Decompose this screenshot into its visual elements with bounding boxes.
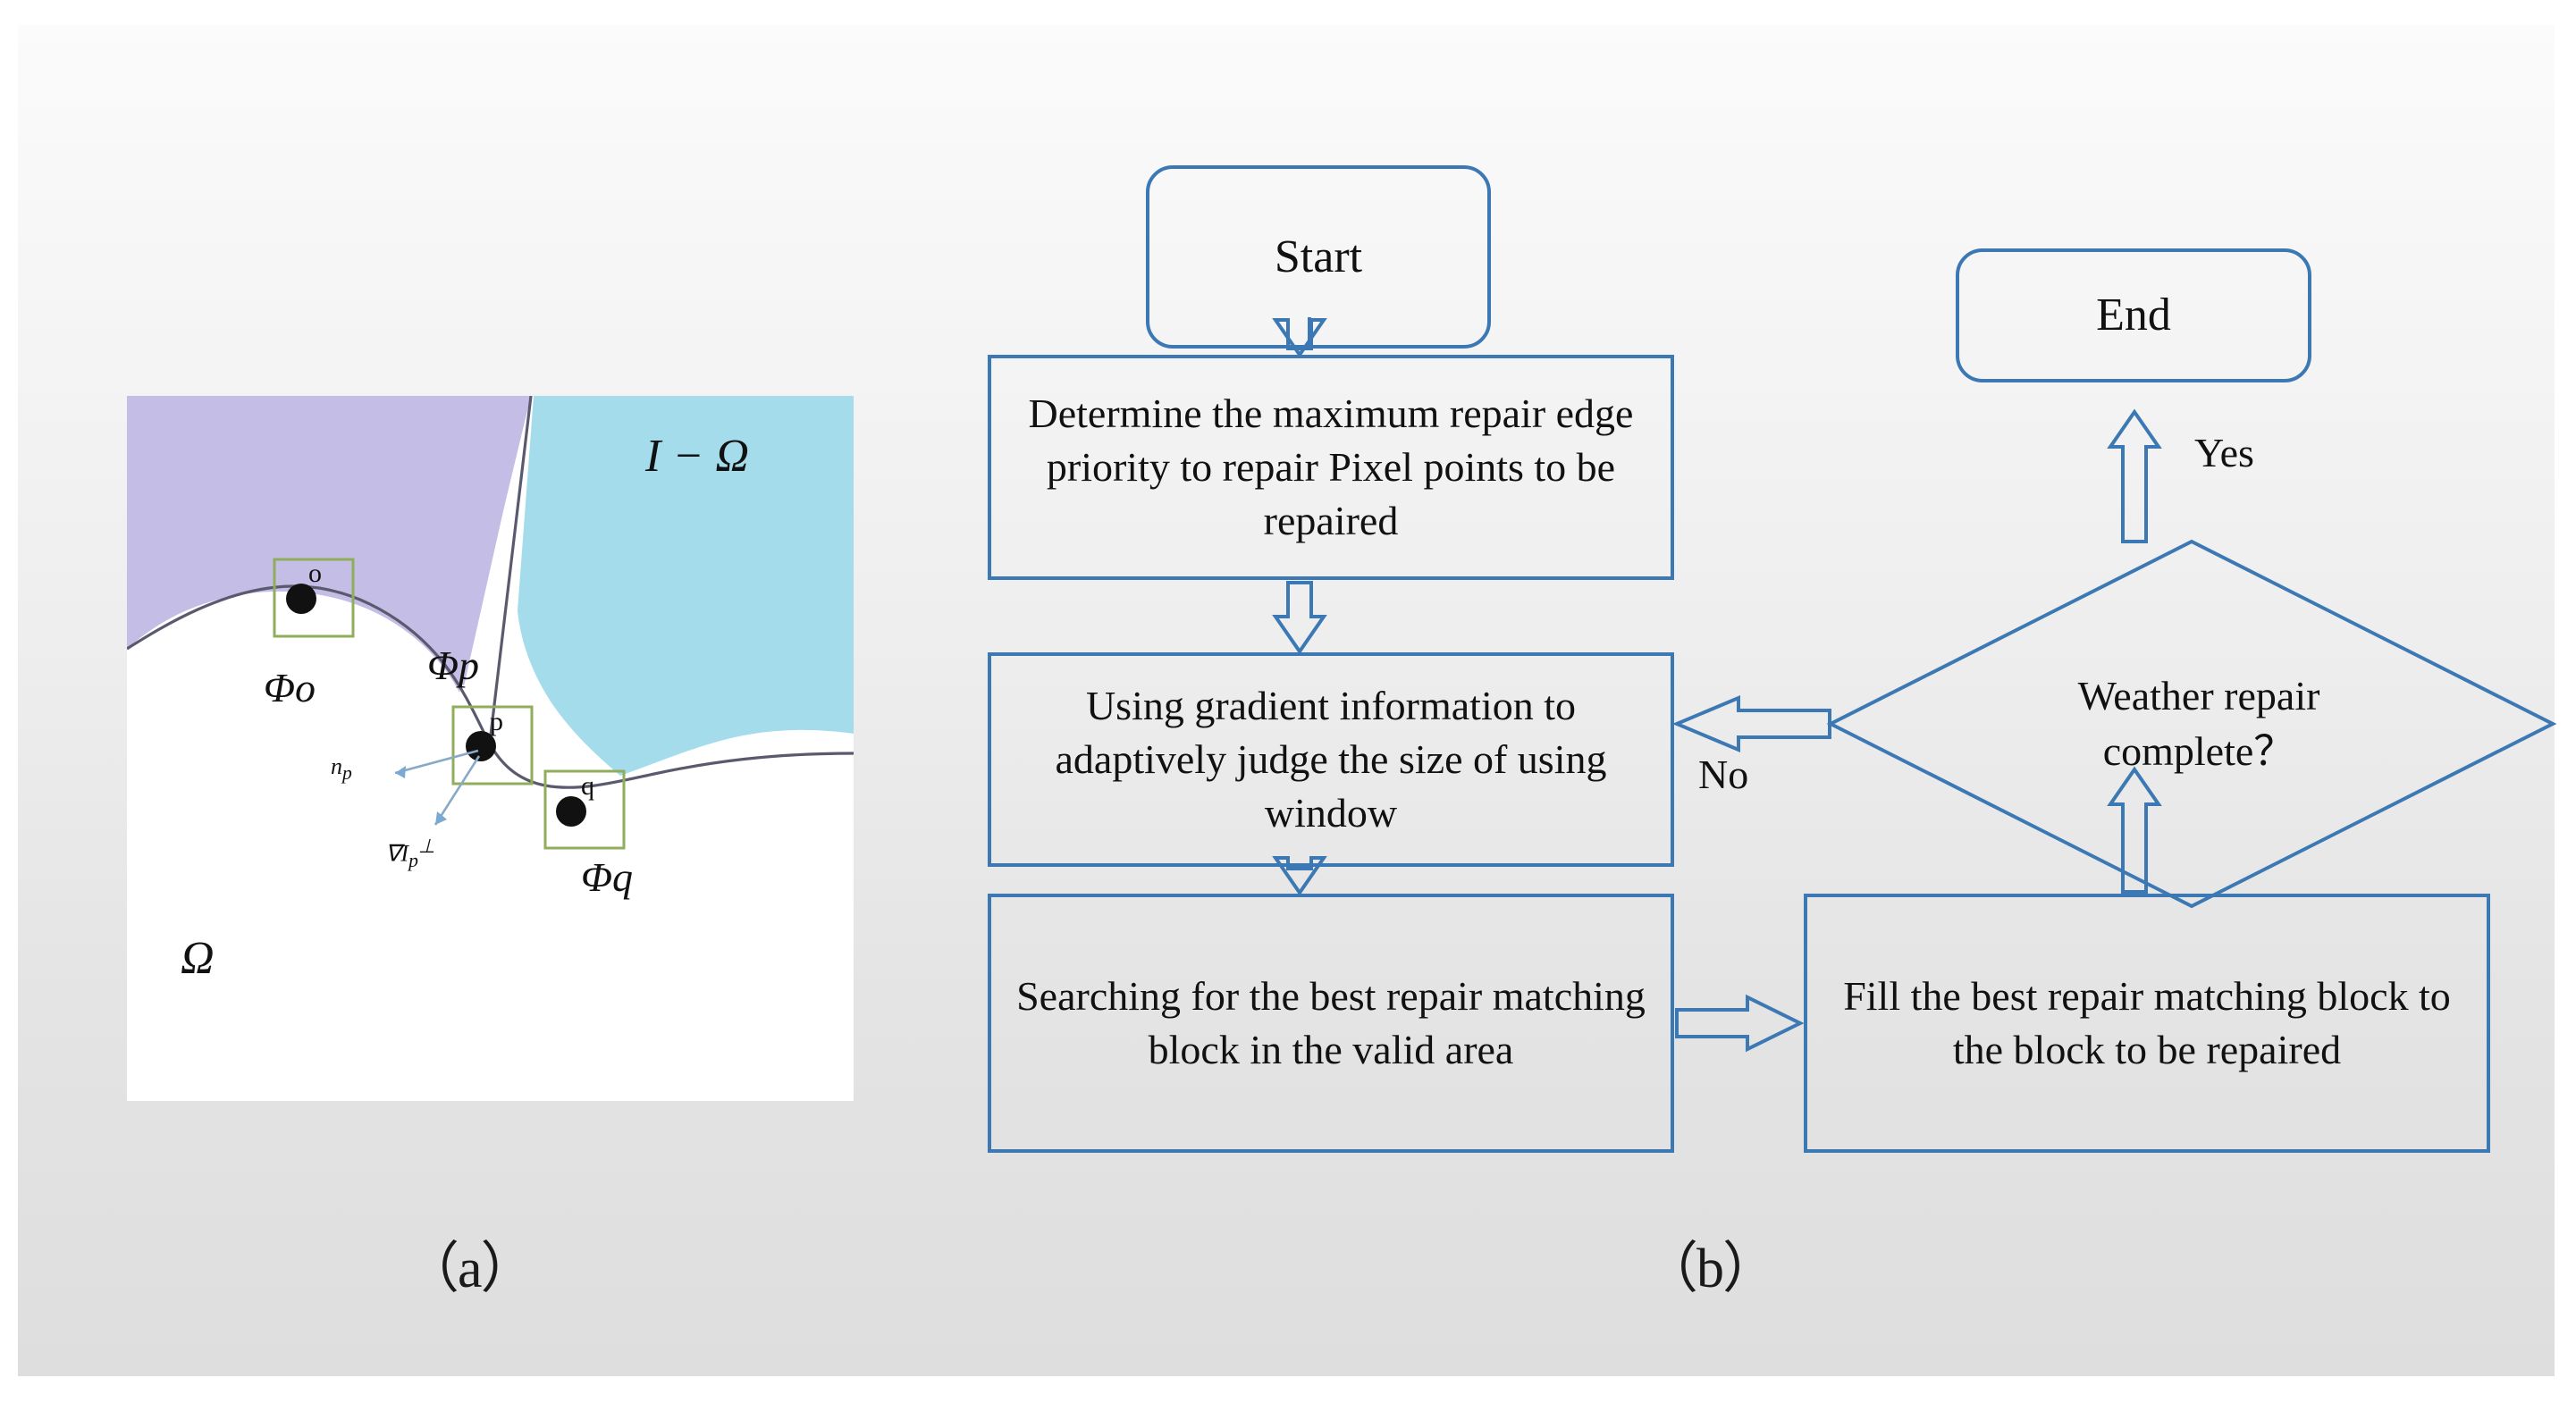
flow-node-fill[interactable]: Fill the best repair matching block to t… [1804,894,2490,1153]
flow-node-determine-label: Determine the maximum repair edge priori… [1028,391,1634,543]
arrow-determine-to-gradient [1272,581,1327,655]
flow-node-gradient-label: Using gradient information to adaptively… [1055,683,1607,836]
label-isophote-vector: ∇Ip⊥ [385,836,435,871]
point-label-p: p [490,707,503,736]
point-p [466,731,496,761]
subfigure-a-svg [127,396,854,1101]
flow-node-search[interactable]: Searching for the best repair matching b… [988,894,1674,1153]
flow-node-end[interactable]: End [1956,248,2311,382]
patch-box-o [273,558,355,638]
label-normal-vector: np [331,753,352,785]
point-q [556,796,586,827]
arrow-decision-to-gradient [1671,694,1831,753]
arrow-search-to-fill [1675,994,1805,1053]
flow-node-fill-label: Fill the best repair matching block to t… [1843,973,2451,1072]
isophote-vector-arrow [434,755,481,826]
flow-node-decision[interactable] [1825,536,2558,912]
region-separator [488,396,533,744]
flow-node-end-label: End [2096,290,2171,341]
patch-box-p [451,705,534,786]
normal-vector-arrow [394,749,479,778]
edge-label-no: No [1698,752,1749,797]
flow-node-search-label: Searching for the best repair matching b… [1016,973,1646,1072]
edge-label-yes: Yes [2194,430,2254,475]
point-label-o: o [308,559,322,588]
cyan-region [518,396,854,776]
flow-node-start-label: Start [1274,231,1363,282]
label-source-region: I − Ω [645,431,750,482]
flow-node-gradient[interactable]: Using gradient information to adaptively… [988,652,1674,867]
flow-node-start[interactable]: Start [1146,165,1491,349]
subfigure-a-inpainting-notation: I − Ω Ω Φo Φp Φq o p q np ∇Ip⊥ [127,396,854,1101]
label-target-region: Ω [181,933,215,984]
label-patch-phi-o: Φo [264,665,316,710]
arrow-decision-to-end [2107,408,2162,543]
label-patch-phi-q: Φq [581,854,634,900]
point-o [286,584,316,614]
label-patch-phi-p: Φp [427,643,480,688]
flow-node-determine[interactable]: Determine the maximum repair edge priori… [988,355,1674,580]
caption-b: （b） [1643,1239,1778,1299]
caption-a: （a） [404,1239,536,1299]
patch-box-q [543,769,626,850]
point-label-q: q [581,771,594,801]
